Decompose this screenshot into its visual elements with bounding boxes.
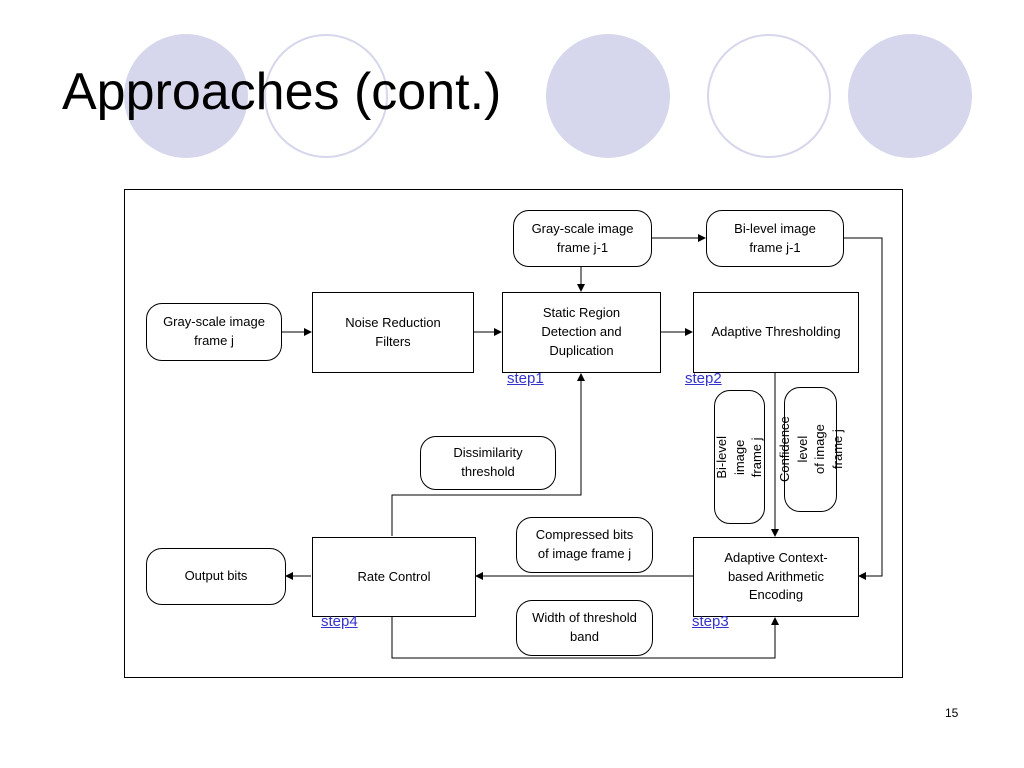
grayscale-prev-frame-node: Gray-scale image frame j-1 — [513, 210, 652, 267]
grayscale-current-frame-node: Gray-scale image frame j — [146, 303, 282, 361]
step4-link[interactable]: step4 — [321, 613, 358, 630]
diagram-connectors — [282, 234, 883, 659]
static-region-node: Static Region Detection and Duplication — [502, 292, 661, 373]
adaptive-thresholding-node: Adaptive Thresholding — [693, 292, 859, 373]
rate-control-node: Rate Control — [312, 537, 476, 617]
decorative-circle — [707, 34, 831, 158]
decorative-circle — [264, 34, 388, 158]
slide-number: 15 — [945, 706, 959, 720]
decorative-circle — [848, 34, 972, 158]
arrow-bilevel-prev-to-acbae — [844, 237, 883, 580]
step3-link[interactable]: step3 — [692, 613, 729, 630]
flow-diagram: Gray-scale image frame j-1 Bi-level imag… — [124, 189, 903, 678]
slide-title: Approaches (cont.) — [62, 63, 502, 121]
confidence-level-label: Confidence level of image frame j — [776, 416, 845, 483]
arrow-rate-to-acbae — [391, 617, 779, 659]
step1-link[interactable]: step1 — [507, 370, 544, 387]
arrow-rate-to-static — [391, 373, 585, 536]
threshold-width-node: Width of threshold band — [516, 600, 653, 656]
acbae-node: Adaptive Context- based Arithmetic Encod… — [693, 537, 859, 617]
dissimilarity-threshold-node: Dissimilarity threshold — [420, 436, 556, 490]
confidence-level-node: Confidence level of image frame j — [776, 387, 844, 512]
noise-reduction-node: Noise Reduction Filters — [312, 292, 474, 373]
output-bits-node: Output bits — [146, 548, 286, 605]
decorative-circle — [546, 34, 670, 158]
bilevel-prev-frame-node: Bi-level image frame j-1 — [706, 210, 844, 267]
bilevel-current-frame-node: Bi-level image frame j — [714, 390, 765, 524]
compressed-bits-node: Compressed bits of image frame j — [516, 517, 653, 573]
step2-link[interactable]: step2 — [685, 370, 722, 387]
bilevel-current-frame-label: Bi-level image frame j — [714, 435, 765, 479]
decorative-circle — [124, 34, 248, 158]
